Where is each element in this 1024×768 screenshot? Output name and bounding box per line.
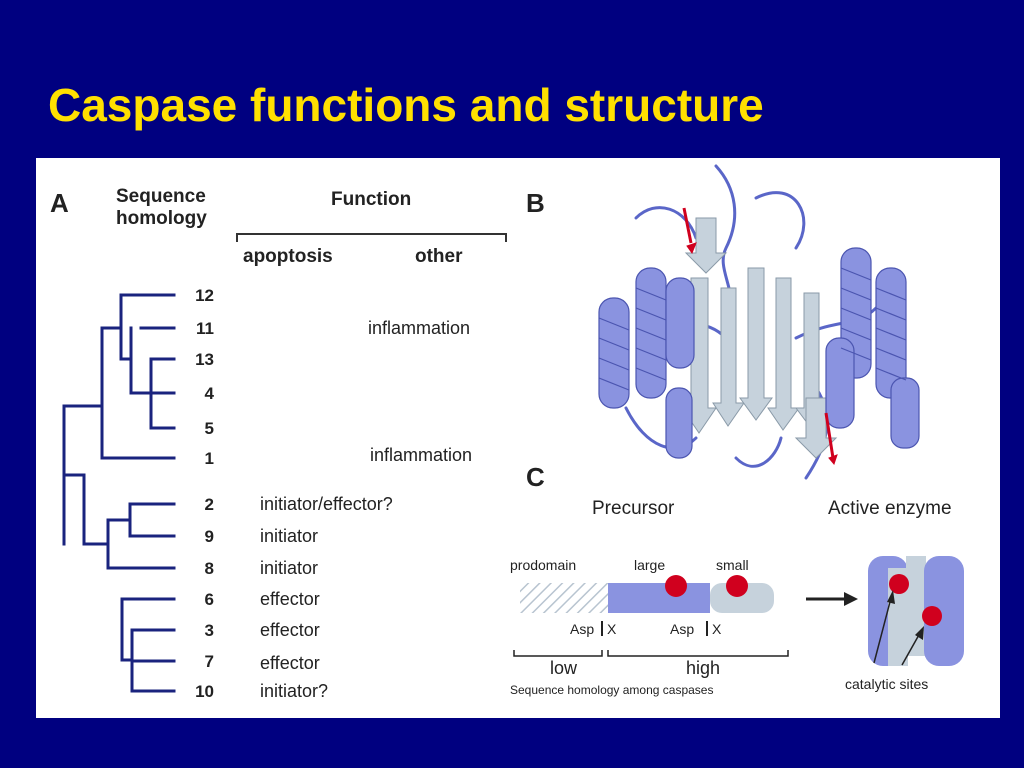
sequence-homology-caption: Sequence homology among caspases — [510, 683, 713, 697]
homology-header: homology — [116, 208, 207, 229]
row-10: 10 initiator? — [195, 681, 328, 701]
row-12: 12 — [195, 286, 214, 305]
row-9: 9 initiator — [205, 526, 319, 546]
large-label: large — [634, 557, 665, 573]
protein-ribbon-structure — [598, 164, 920, 480]
row-number: 3 — [205, 621, 214, 640]
apoptosis-function: initiator/effector? — [260, 494, 393, 514]
row-number: 11 — [196, 319, 214, 338]
other-function: inflammation — [368, 318, 470, 338]
row-5: 5 — [205, 419, 214, 438]
catalytic-site-dot-2 — [922, 606, 942, 626]
row-3: 3 effector — [205, 620, 320, 640]
row-number: 7 — [205, 652, 214, 671]
asp-label-2: Asp — [670, 621, 694, 637]
panel-a-letter: A — [50, 188, 69, 218]
row-number: 2 — [205, 495, 214, 514]
sequence-header: Sequence — [116, 186, 206, 207]
row-2: 2 initiator/effector? — [205, 494, 393, 514]
catalytic-sites-label: catalytic sites — [845, 676, 928, 692]
row-number: 13 — [195, 350, 214, 369]
row-13: 13 — [195, 350, 214, 369]
active-enzyme-label: Active enzyme — [828, 498, 952, 519]
slide-title: Caspase functions and structure — [48, 79, 764, 131]
conversion-arrow — [806, 592, 858, 606]
row-6: 6 effector — [205, 589, 320, 609]
other-function: inflammation — [370, 445, 472, 465]
small-label: small — [716, 557, 749, 573]
row-number: 10 — [195, 682, 214, 701]
low-label: low — [550, 658, 578, 678]
apoptosis-function: initiator? — [260, 681, 328, 701]
figure-panel: A Sequence homology Function apoptosis o… — [36, 158, 1000, 718]
dendrogram — [62, 293, 176, 693]
apoptosis-function: effector — [260, 589, 320, 609]
small-subunit-segment — [710, 583, 774, 613]
row-8: 8 initiator — [205, 558, 319, 578]
high-bracket — [607, 650, 789, 657]
row-number: 5 — [205, 419, 214, 438]
row-4: 4 — [205, 384, 215, 403]
panel-a: A Sequence homology Function apoptosis o… — [50, 186, 507, 701]
catalytic-site-dot-1 — [889, 574, 909, 594]
panel-c-letter: C — [526, 462, 545, 492]
row-11: 11 inflammation — [196, 318, 470, 338]
x-label-2: X — [712, 621, 722, 637]
function-header: Function — [331, 189, 411, 210]
precursor-bar — [520, 575, 774, 613]
active-enzyme-diagram — [868, 556, 964, 666]
large-site-dot — [665, 575, 687, 597]
small-site-dot — [726, 575, 748, 597]
row-number: 6 — [205, 590, 214, 609]
panel-b-letter: B — [526, 188, 545, 218]
panel-c: C Precursor Active enzyme prodomain larg… — [510, 462, 964, 697]
row-number: 1 — [205, 449, 214, 468]
large-subunit-segment — [608, 583, 710, 613]
panel-b: B — [526, 164, 920, 480]
row-number: 12 — [195, 286, 214, 305]
row-number: 8 — [205, 559, 214, 578]
apoptosis-function: initiator — [260, 526, 318, 546]
low-bracket — [513, 650, 603, 657]
figure-svg: A Sequence homology Function apoptosis o… — [50, 164, 964, 701]
row-number: 4 — [205, 384, 215, 403]
high-label: high — [686, 658, 720, 678]
apoptosis-function: effector — [260, 653, 320, 673]
apoptosis-function: effector — [260, 620, 320, 640]
row-1: 1 inflammation — [205, 445, 473, 468]
precursor-label: Precursor — [592, 498, 675, 519]
other-header: other — [415, 246, 463, 267]
row-7: 7 effector — [205, 652, 320, 673]
apoptosis-function: initiator — [260, 558, 318, 578]
apoptosis-header: apoptosis — [243, 246, 333, 267]
row-number: 9 — [205, 527, 214, 546]
function-bracket — [236, 233, 507, 242]
x-label-1: X — [607, 621, 617, 637]
prodomain-segment — [520, 583, 610, 613]
prodomain-label: prodomain — [510, 557, 576, 573]
asp-label-1: Asp — [570, 621, 594, 637]
